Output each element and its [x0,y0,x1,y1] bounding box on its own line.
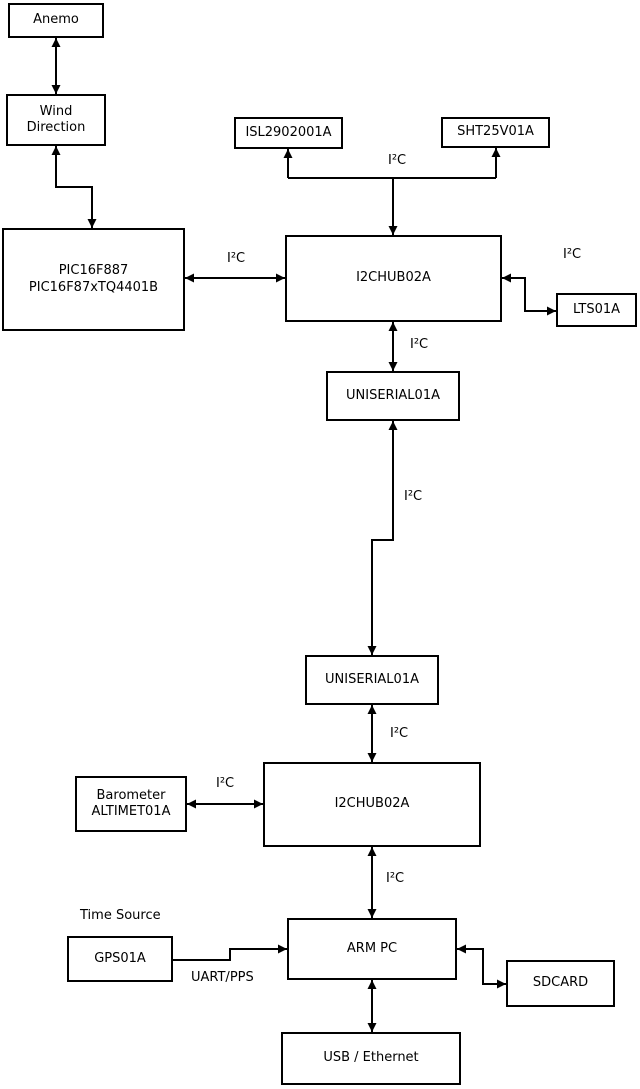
node-i2chub02a-2-label: I2CHUB02A [334,796,410,812]
node-pic16f887-label: PIC16F887 PIC16F87xTQ4401B [28,263,159,295]
node-anemo-label: Anemo [33,12,79,28]
node-pic16f887: PIC16F887 PIC16F87xTQ4401B [2,228,185,331]
node-sdcard: SDCARD [506,960,615,1007]
node-i2chub02a-1-label: I2CHUB02A [356,270,431,286]
node-lts01a-label: LTS01A [572,301,621,317]
node-uniserial01a-1: UNISERIAL01A [326,371,460,421]
node-sdcard-label: SDCARD [532,975,589,991]
node-wind-direction: Wind Direction [6,94,106,146]
node-wind-direction-label: Wind Direction [26,103,86,135]
label-uart-pps: UART/PPS [191,970,254,985]
edge-wind-pic [51,146,97,228]
node-i2chub02a-2: I2CHUB02A [263,762,481,847]
node-usb-ethernet: USB / Ethernet [281,1032,461,1085]
label-i2c-barometer-hub2: I²C [216,776,235,791]
label-i2c-hub1-sensors: I²C [388,153,407,168]
node-isl2902001a: ISL2902001A [234,117,343,149]
node-gps01a: GPS01A [67,936,173,982]
label-time-source: Time Source [80,908,161,923]
node-arm-pc-label: ARM PC [346,940,398,956]
node-uniserial01a-2: UNISERIAL01A [305,655,439,705]
edge-hub1-lts [502,273,556,316]
node-gps01a-label: GPS01A [94,950,146,966]
node-arm-pc: ARM PC [287,918,457,980]
node-barometer-altimet01a: Barometer ALTIMET01A [75,776,187,832]
node-anemo: Anemo [8,3,104,38]
node-usb-ethernet-label: USB / Ethernet [323,1050,419,1066]
label-i2c-uniserial-link: I²C [404,489,423,504]
node-uniserial01a-1-label: UNISERIAL01A [346,387,440,403]
label-i2c-pic-hub1: I²C [227,251,246,266]
node-uniserial01a-2-label: UNISERIAL01A [325,671,419,687]
label-i2c-uniserial2-hub2: I²C [390,726,409,741]
node-sht25v01a: SHT25V01A [441,117,550,148]
node-barometer-altimet01a-label: Barometer ALTIMET01A [91,787,171,819]
edge-gps-armpc [173,944,287,961]
edge-armpc-sdcard [457,944,506,989]
edge-uni1-uni2 [367,421,398,655]
label-i2c-hub1-lts: I²C [563,247,582,262]
label-i2c-hub1-uniserial1: I²C [410,337,429,352]
node-isl2902001a-label: ISL2902001A [245,124,332,140]
node-i2chub02a-1: I2CHUB02A [285,235,502,322]
label-i2c-hub2-armpc: I²C [386,871,405,886]
node-lts01a: LTS01A [556,293,637,327]
node-sht25v01a-label: SHT25V01A [457,124,534,140]
